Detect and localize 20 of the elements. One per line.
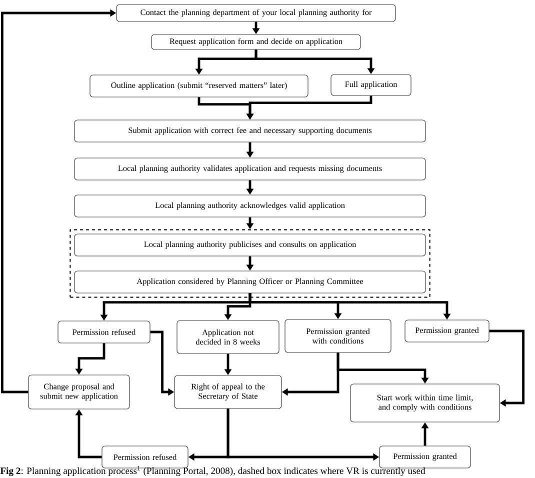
process-box: Local planning authority publicises and consults on application: [74, 234, 426, 256]
process-box: Full application: [330, 74, 412, 96]
caption: Fig 2: Planning application process$^{1}$ (Planning Portal, 2008), dashed box indicates where VR is currently used: [0, 466, 426, 476]
process-box: Submit application with correct fee and necessary supporting documents: [74, 120, 426, 142]
process-box: Start work within time limit, and comply with conditions: [350, 384, 500, 422]
process-box: Permission granted: [404, 320, 490, 342]
process-box: Contact the planning department of your local planning authority for: [116, 4, 396, 22]
arrow: [489, 330, 524, 407]
process-box: Change proposal and submit new application: [28, 374, 130, 410]
process-box: Right of appeal to the Secretary of State: [174, 375, 282, 409]
process-box: Application not decided in 8 weeks: [176, 320, 280, 354]
process-box: Local planning authority acknowledges valid application: [74, 194, 426, 218]
process-box: Local planning authority validates application and requests missing documents: [74, 158, 426, 180]
process-box: Request application form and decide on application: [151, 34, 361, 50]
process-box: Application considered by Planning Officer or Planning Committee: [74, 270, 426, 294]
process-box: Outline application (submit “reserved matters” later): [90, 74, 308, 98]
process-box: Permission refused: [58, 320, 150, 344]
process-box: Permission granted: [379, 446, 471, 468]
process-box: Permission granted with conditions: [284, 319, 392, 353]
dashed-group-box: [70, 229, 430, 298]
